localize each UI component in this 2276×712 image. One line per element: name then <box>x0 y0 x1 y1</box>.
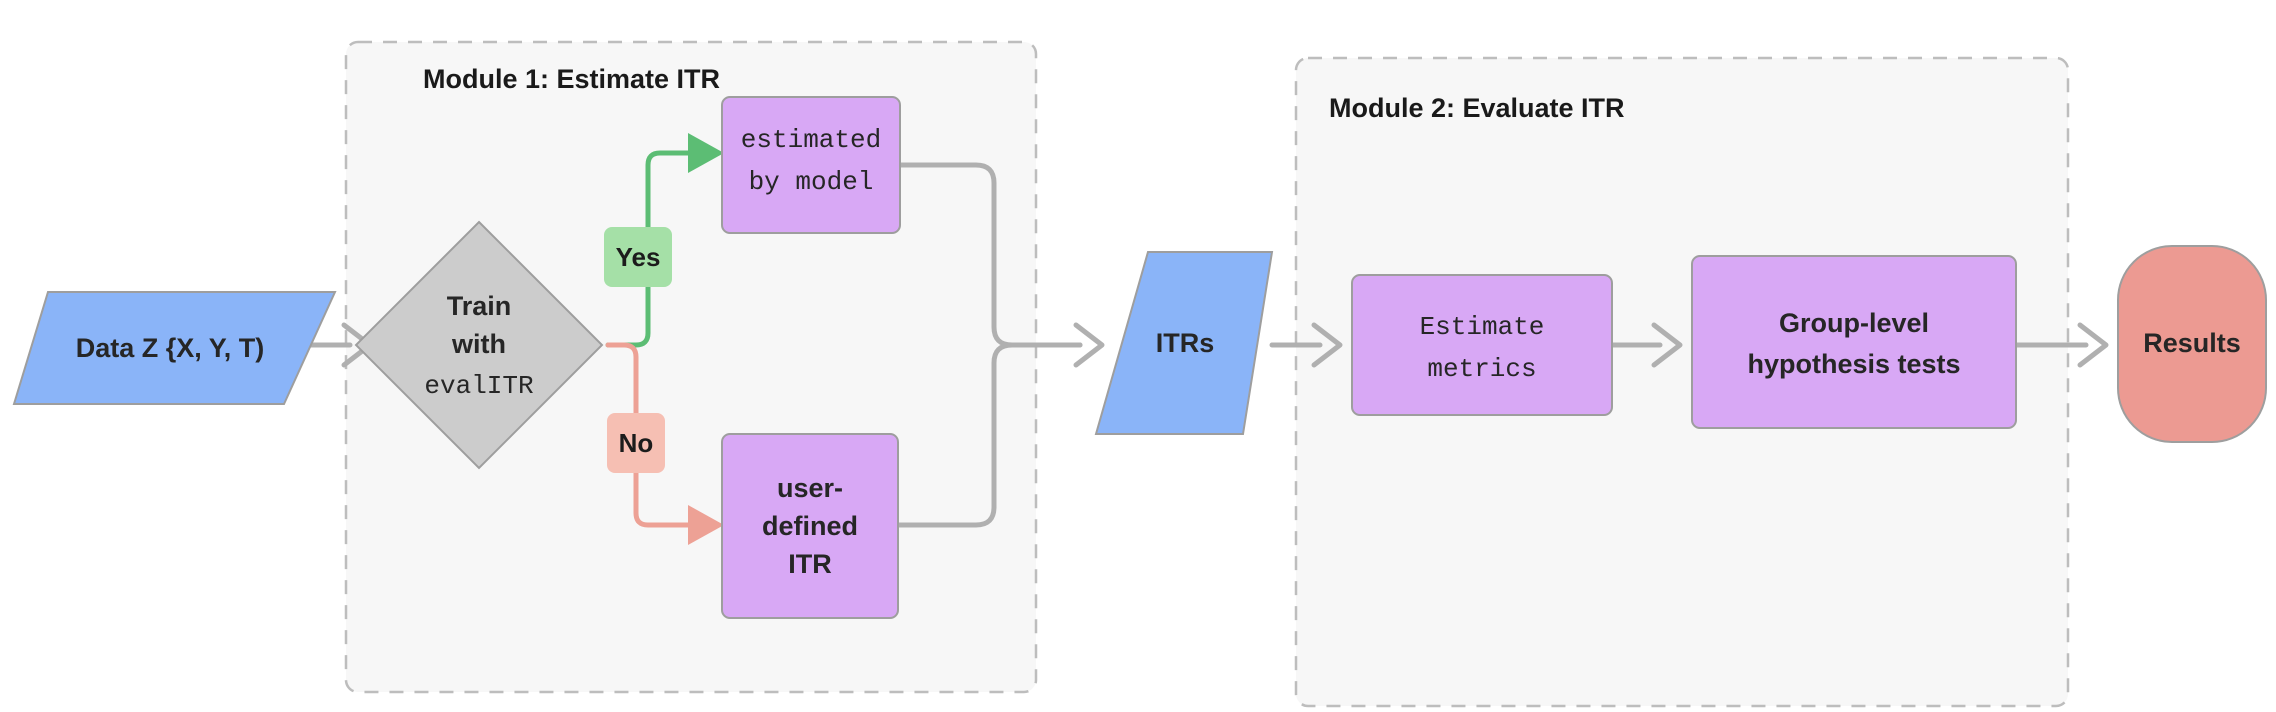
node-results[interactable]: Results <box>2117 245 2267 443</box>
node-group-level-hypothesis-tests-shape <box>1691 255 2017 429</box>
node-results-shape <box>2117 245 2267 443</box>
edge-label-no-chip <box>607 413 665 473</box>
node-user-defined-itr-label-line2: defined <box>762 511 858 541</box>
module-2-title: Module 2: Evaluate ITR <box>1329 93 1625 123</box>
edge-to-itrs-arrowhead <box>1073 322 1105 368</box>
node-group-level-hypothesis-tests[interactable]: Group-level hypothesis tests <box>1691 255 2017 429</box>
node-estimated-by-model[interactable]: estimated by model <box>721 96 901 234</box>
node-decision[interactable]: Train with evalITR <box>354 220 604 470</box>
edge-userdefined-to-itrs <box>895 342 1083 528</box>
node-group-level-hypothesis-tests-label-line2: hypothesis tests <box>1747 349 1960 379</box>
node-itrs[interactable]: ITRs <box>1094 251 1274 435</box>
node-estimate-metrics-label-line1: Estimate <box>1420 312 1545 342</box>
edge-label-no-text: No <box>619 428 654 458</box>
edge-tests-to-results-arrowhead <box>2077 322 2109 368</box>
node-user-defined-itr-label-line1: user- <box>777 473 843 503</box>
edge-decision-to-userdefined-arrowhead <box>688 505 724 545</box>
node-results-label: Results <box>2143 328 2241 358</box>
edge-label-yes-text: Yes <box>616 242 661 272</box>
module-1-title: Module 1: Estimate ITR <box>423 64 720 94</box>
node-user-defined-itr[interactable]: user- defined ITR <box>721 433 899 619</box>
node-estimate-metrics[interactable]: Estimate metrics <box>1351 274 1613 416</box>
node-estimated-by-model-label-line2: by model <box>749 167 874 197</box>
node-itrs-label: ITRs <box>1156 328 1215 358</box>
node-user-defined-itr-shape <box>721 433 899 619</box>
node-estimate-metrics-shape <box>1351 274 1613 416</box>
node-itrs-shape <box>1094 251 1274 435</box>
node-user-defined-itr-label-line3: ITR <box>788 549 832 579</box>
node-estimate-metrics-label-line2: metrics <box>1427 354 1536 384</box>
node-group-level-hypothesis-tests-label-line1: Group-level <box>1779 308 1929 338</box>
edge-metrics-to-tests-arrowhead <box>1651 322 1683 368</box>
edge-decision-to-estimated-arrowhead <box>688 133 724 173</box>
node-data-label: Data Z {X, Y, T) <box>76 333 265 363</box>
node-estimated-by-model-label-line1: estimated <box>741 125 881 155</box>
node-decision-label-line3: evalITR <box>424 371 533 401</box>
node-decision-shape <box>354 220 604 470</box>
module-2-panel <box>1294 56 2070 708</box>
node-data-shape <box>12 291 337 405</box>
node-decision-label-line2: with <box>451 329 506 359</box>
node-estimated-by-model-shape <box>721 96 901 234</box>
edge-label-yes: Yes <box>604 227 672 287</box>
edge-label-yes-chip <box>604 227 672 287</box>
edge-label-no: No <box>607 413 665 473</box>
node-decision-label-line1: Train <box>447 291 512 321</box>
edge-itrs-to-metrics-arrowhead <box>1311 322 1343 368</box>
node-data[interactable]: Data Z {X, Y, T) <box>12 291 337 405</box>
